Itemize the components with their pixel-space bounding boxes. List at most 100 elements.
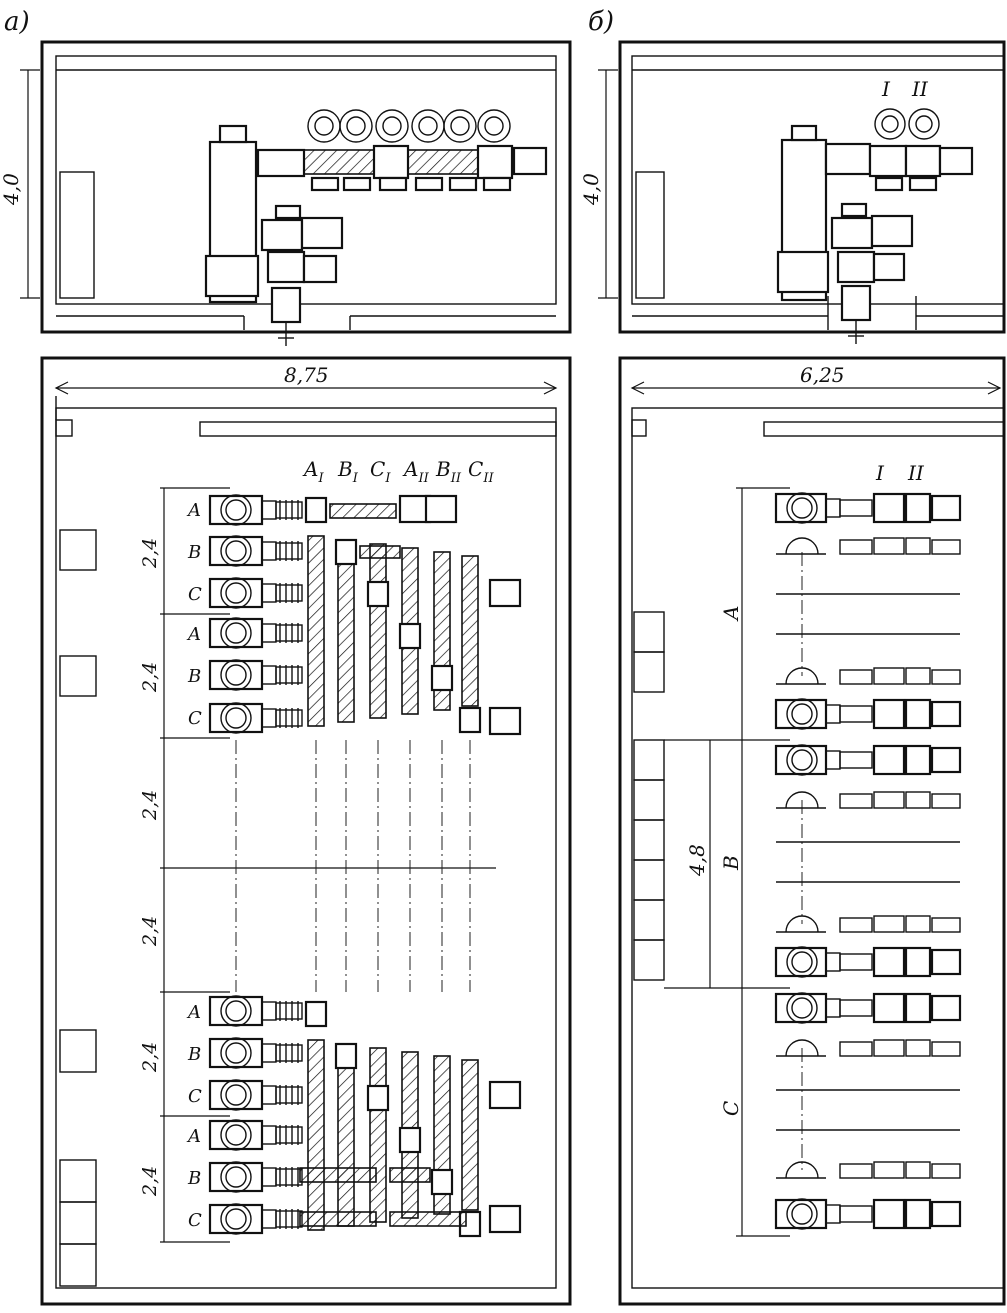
unit-label: A: [186, 500, 201, 521]
busbar-tap: [458, 706, 482, 734]
breaker-ring: [786, 698, 818, 730]
busbar-tap: [905, 915, 931, 933]
panel-b-group-label-a: A: [719, 606, 743, 622]
phase-header-a1: AI: [302, 457, 324, 486]
breaker-ring: [786, 744, 818, 776]
half-unit: [776, 915, 961, 933]
busbar-tap: [873, 791, 905, 809]
terminal-box: [930, 700, 962, 728]
breaker-ring: [786, 992, 818, 1024]
disconnector: [839, 1163, 873, 1179]
disconnector: [275, 584, 303, 602]
breaker-ring-inner: [225, 540, 247, 562]
breaker-half-ring: [785, 667, 819, 685]
busbar-tap: [873, 537, 905, 555]
breaker-ring-inner: [225, 1208, 247, 1230]
switchgear-unit: [208, 995, 303, 1027]
coupling: [825, 952, 841, 972]
busbar-link: [389, 1167, 431, 1183]
coupling: [261, 1167, 277, 1187]
unit-label: B: [187, 1168, 201, 1189]
panel-a-width-dim: 8,75: [284, 363, 329, 387]
panel-a-section-view: 4,0: [0, 40, 572, 346]
breaker-half-ring: [785, 1161, 819, 1179]
breaker-ring-inner: [791, 1203, 813, 1225]
busbar-tap: [334, 1042, 358, 1070]
breaker-ring: [220, 995, 252, 1027]
busbar-link: [329, 503, 397, 519]
panel-a-bottom-unit-labels: A B C A B C: [186, 1002, 202, 1231]
disconnector: [275, 1044, 303, 1062]
switchgear-unit: [208, 577, 303, 609]
panel-a-label: а): [4, 7, 30, 37]
coupling: [825, 998, 841, 1018]
breaker-half-ring: [785, 537, 819, 555]
switchgear-unit: [774, 744, 962, 776]
busbar-tap: [905, 1039, 931, 1057]
half-unit: [776, 537, 961, 555]
busbar-tap: [366, 1084, 390, 1112]
panel-b-top-label-1: I: [881, 77, 891, 101]
phase-header-c2: CII: [468, 457, 494, 486]
busbar-tap: [430, 1168, 454, 1196]
busbar-tap: [905, 791, 931, 809]
phase-header-c1: CI: [370, 457, 391, 486]
disconnector: [839, 499, 873, 517]
coupling: [261, 665, 277, 685]
panel-a-phase-headers: AI BI CI AII BII CII: [302, 457, 494, 486]
breaker-ring: [220, 617, 252, 649]
panel-a-unit-rows: [208, 494, 303, 1235]
busbar-vertical: [337, 1043, 355, 1227]
spacing-dim-5: 2,4: [139, 1042, 161, 1073]
breaker-ring-inner: [225, 499, 247, 521]
unit-label: B: [187, 542, 201, 563]
busbar-tap: [304, 1000, 328, 1028]
terminal-box: [930, 1200, 962, 1228]
switchgear-unit: [774, 1198, 962, 1230]
busbar-tap: [872, 698, 906, 730]
disconnector: [839, 669, 873, 685]
disconnector: [275, 709, 303, 727]
breaker-half-ring: [785, 915, 819, 933]
busbar-tap: [872, 992, 906, 1024]
unit-label: B: [187, 666, 201, 687]
busbar-vertical: [461, 555, 479, 707]
terminal-box: [931, 1041, 961, 1057]
breaker-ring-inner: [225, 1166, 247, 1188]
unit-label: C: [188, 1210, 202, 1231]
panel-a-busbars: [299, 494, 522, 1238]
busbar-tap: [334, 538, 358, 566]
switchgear-unit: [208, 1119, 303, 1151]
breaker-ring-inner: [225, 1084, 247, 1106]
panel-a-plan-view: 8,75 AI BI CI AII BII CII 2,4 2,4 2: [40, 356, 572, 1306]
terminal-box: [931, 917, 961, 933]
breaker-ring: [786, 492, 818, 524]
breaker-ring-inner: [791, 497, 813, 519]
busbar-tap: [905, 537, 931, 555]
disconnector: [839, 953, 873, 971]
terminal-box: [424, 494, 458, 524]
switchgear-unit: [774, 698, 962, 730]
busbar-tap: [366, 580, 390, 608]
breaker-ring-inner: [791, 997, 813, 1019]
busbar-vertical: [369, 1047, 387, 1223]
terminal-box: [931, 539, 961, 555]
coupling: [261, 541, 277, 561]
breaker-ring: [220, 702, 252, 734]
switchgear-unit: [774, 492, 962, 524]
busbar-tap: [872, 946, 906, 978]
panel-b-section-view: 4,0 I II: [579, 40, 1006, 344]
switchgear-unit: [208, 1203, 303, 1235]
disconnector: [839, 539, 873, 555]
panel-b-plan-label-2: II: [907, 461, 925, 485]
switchgear-unit: [208, 1037, 303, 1069]
panel-b-unit-rows: [774, 492, 962, 1230]
switchgear-unit: [208, 535, 303, 567]
busbar-vertical: [337, 539, 355, 723]
unit-label: B: [187, 1044, 201, 1065]
terminal-box: [930, 746, 962, 774]
half-unit: [776, 1039, 961, 1057]
terminal-box: [930, 494, 962, 522]
terminal-box: [488, 1204, 522, 1234]
